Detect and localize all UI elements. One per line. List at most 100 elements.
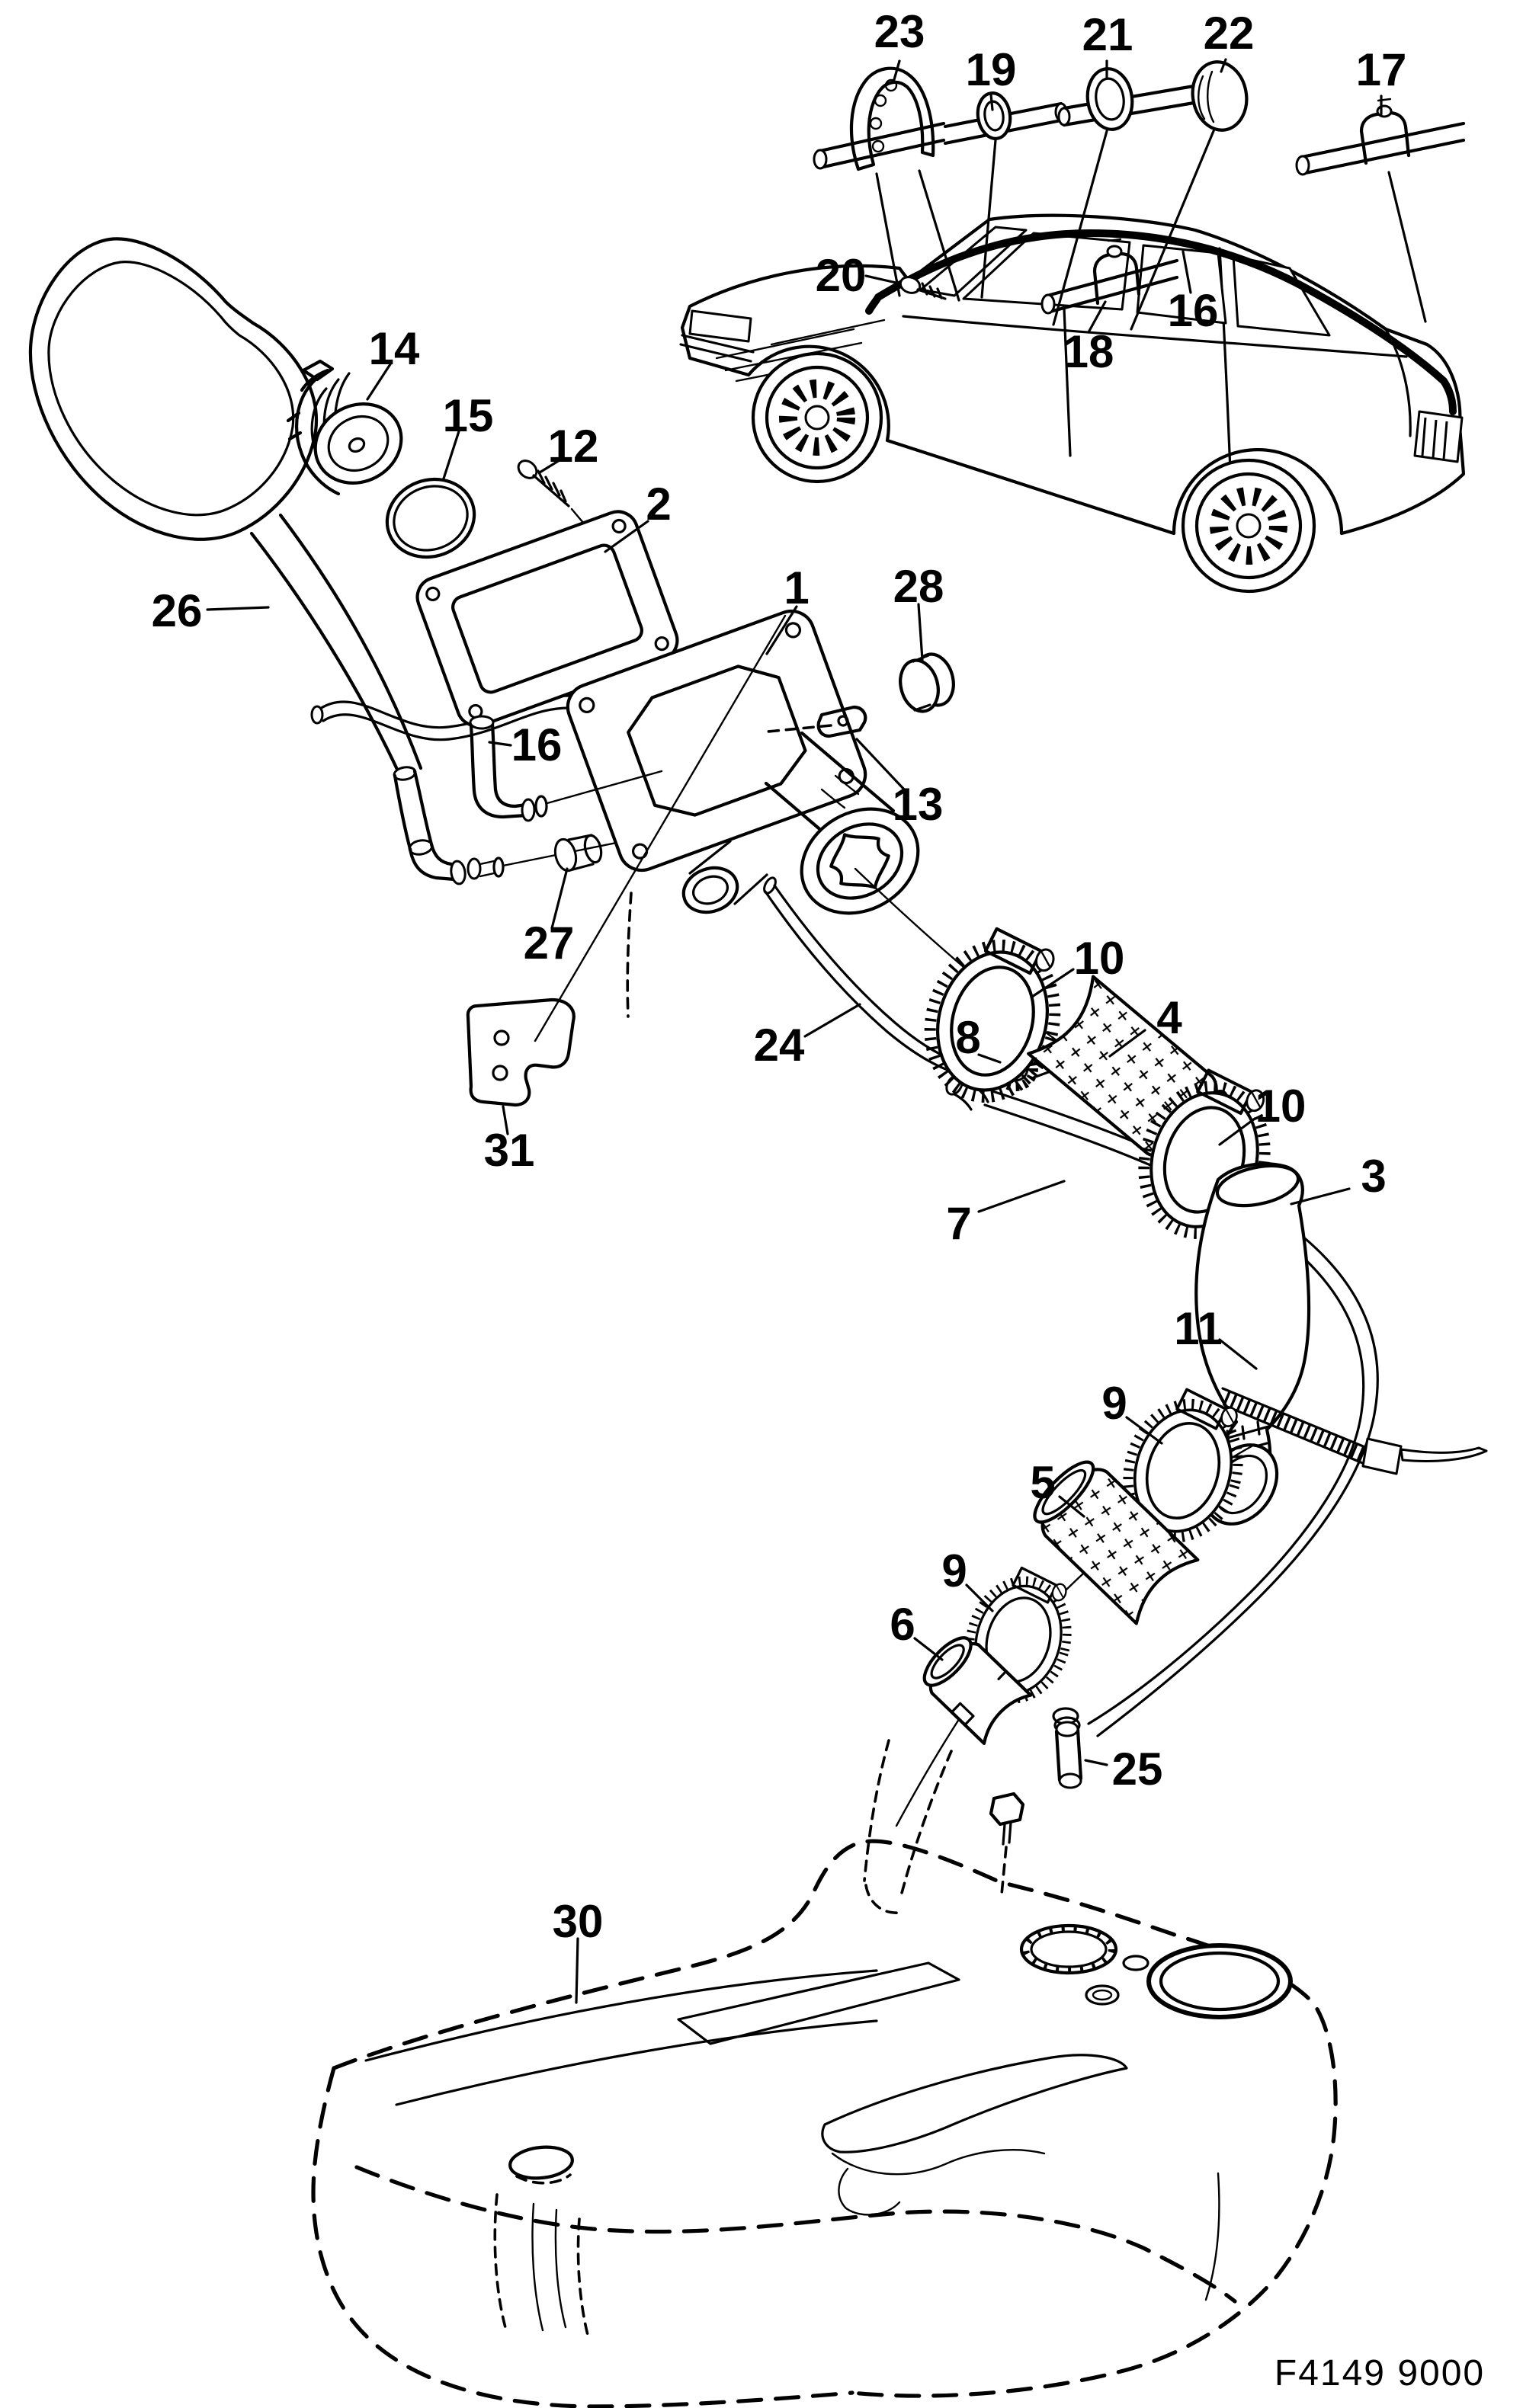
callout-22: 22 [1204, 8, 1255, 59]
pipe-part-6 [922, 1636, 1033, 1745]
leader-22 [1130, 58, 1227, 331]
callout-30: 30 [553, 1896, 604, 1947]
callout-labels: 23 19 21 22 17 20 16 18 14 15 12 2 26 1 … [152, 6, 1407, 1947]
vent-elbow-part-16 [469, 715, 663, 1018]
leader-31 [502, 1105, 509, 1135]
callout-5: 5 [1030, 1457, 1055, 1508]
car-panel-lines [679, 218, 1412, 535]
callout-18: 18 [1063, 326, 1114, 377]
leader-4 [1108, 1029, 1146, 1058]
tank-spigot-hidden [863, 1739, 953, 1914]
leader-24 [803, 1003, 861, 1038]
cable-tie-part-11 [1221, 1387, 1488, 1475]
seal-ring-part-15 [385, 477, 476, 559]
callout-16-hose: 16 [511, 719, 563, 770]
car-rear-wheel [1181, 458, 1316, 594]
clip-part-13 [767, 705, 867, 738]
callout-7: 7 [946, 1198, 971, 1249]
clip-part-17 [1295, 98, 1466, 176]
leader-15 [442, 430, 460, 480]
callout-31: 31 [484, 1125, 535, 1176]
tank-filler-opening-small [1019, 1923, 1118, 1975]
callout-14: 14 [369, 323, 420, 374]
callout-27: 27 [524, 917, 575, 969]
screw-part-20 [899, 276, 947, 300]
callout-9-upper: 9 [1101, 1378, 1127, 1429]
leader-17 [1380, 94, 1427, 323]
leader-5 [1058, 1495, 1085, 1518]
leader-18 [1087, 300, 1107, 334]
car-front-wheel [751, 351, 883, 484]
leader-6 [913, 1637, 944, 1661]
leader-9-lower [965, 1583, 994, 1612]
leader-25 [1084, 1759, 1108, 1766]
leader-16-roof [1182, 250, 1192, 294]
sleeve-part-5 [1033, 1460, 1200, 1625]
leader-19 [980, 93, 997, 299]
clip-part-18 [1040, 238, 1179, 315]
leader-7 [977, 1180, 1066, 1213]
callout-11: 11 [1174, 1303, 1222, 1354]
drawing-code: F4149 9000 [1275, 2353, 1485, 2394]
bracket-part-31 [466, 614, 787, 1107]
leader-28 [917, 603, 924, 661]
grommet-part-21 [1057, 67, 1201, 131]
car-illustration [679, 213, 1466, 594]
callout-12: 12 [548, 421, 599, 472]
callout-28: 28 [893, 561, 944, 612]
callout-3: 3 [1361, 1151, 1386, 1202]
callout-9-lower: 9 [941, 1545, 967, 1596]
callout-4: 4 [1156, 992, 1182, 1043]
callout-2: 2 [646, 479, 671, 530]
grommet-part-19 [943, 91, 1068, 146]
callout-8: 8 [955, 1012, 980, 1063]
leader-23 [875, 59, 960, 302]
callout-21: 21 [1082, 9, 1133, 60]
leader-2 [604, 520, 649, 553]
leader-14 [366, 363, 392, 401]
car-quarter-window [1232, 255, 1331, 337]
leader-11 [1218, 1338, 1258, 1370]
callout-24: 24 [754, 1020, 805, 1071]
leader-20 [864, 274, 901, 285]
leader-12 [538, 459, 561, 474]
callout-10-lower: 10 [1255, 1081, 1307, 1132]
car-tail-light [1413, 410, 1464, 463]
fuel-tank-part-30 [311, 1839, 1338, 2408]
callout-23: 23 [874, 6, 925, 57]
vent-fitting-part-25 [1052, 1707, 1083, 1789]
car-headlight [688, 309, 752, 343]
leader-1 [765, 605, 798, 655]
leader-3 [1290, 1187, 1351, 1206]
housing-part-1 [566, 609, 920, 915]
bracket-part-23 [813, 66, 946, 171]
callout-15: 15 [443, 390, 494, 441]
callout-20: 20 [816, 250, 867, 301]
leader-30 [575, 1937, 579, 2004]
callout-6: 6 [890, 1599, 915, 1650]
plug-part-28 [899, 652, 955, 713]
leader-9-upper [1125, 1416, 1163, 1445]
callout-17: 17 [1356, 44, 1407, 95]
plug-part-27 [553, 834, 603, 873]
cap-part-22 [1191, 60, 1249, 132]
tank-filler-opening-large [1146, 1943, 1293, 2019]
leader-lines [206, 58, 1427, 2004]
leader-27 [550, 867, 569, 930]
leader-21 [1052, 59, 1108, 326]
fuel-cap-part-14 [286, 359, 403, 496]
callout-19: 19 [966, 44, 1017, 95]
callout-13: 13 [893, 779, 944, 830]
callout-26: 26 [152, 585, 203, 636]
leader-10-lower [1218, 1117, 1256, 1146]
rollover-valve [989, 1792, 1025, 1896]
clamp-part-10-upper [912, 918, 1076, 1113]
callout-25: 25 [1112, 1744, 1163, 1795]
callout-1: 1 [784, 562, 809, 613]
callout-10-upper: 10 [1074, 933, 1125, 984]
leader-26 [206, 606, 270, 611]
leader-16-hose [488, 741, 512, 747]
leader-10-upper [1031, 968, 1075, 998]
